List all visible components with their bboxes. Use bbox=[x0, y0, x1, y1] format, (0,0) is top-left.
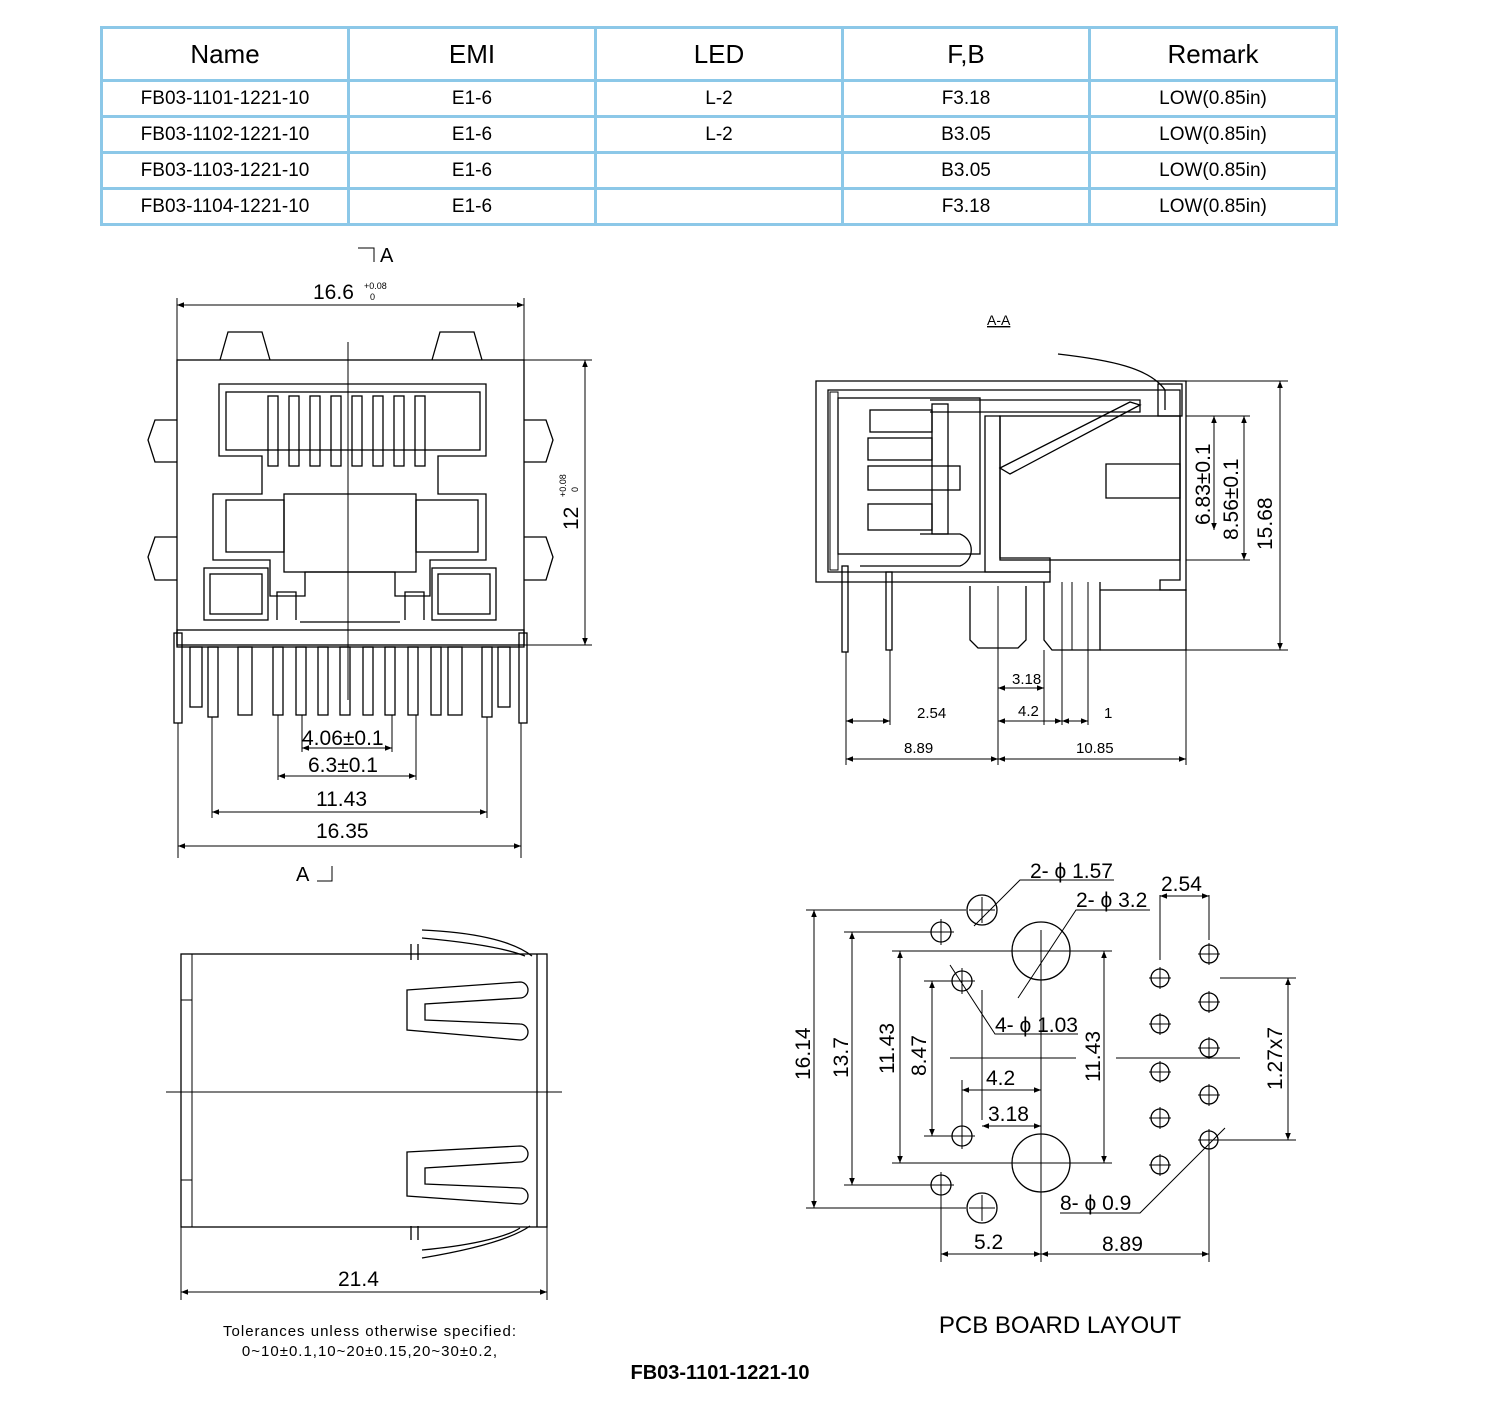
cell-emi: E1-6 bbox=[347, 151, 597, 190]
section-view: A-A 15.68 bbox=[815, 312, 1288, 765]
pcb-layout: 2- ϕ 1.57 2- ϕ 3.2 4- ϕ 1.03 8- ϕ 0.9 2.… bbox=[792, 860, 1296, 1262]
section-mark-top: A bbox=[380, 245, 394, 267]
label-hole-1-57: 2- ϕ 1.57 bbox=[1030, 860, 1113, 883]
dim-11-43: 11.43 bbox=[316, 788, 367, 811]
section-pin bbox=[885, 571, 893, 651]
dim-pcb-3-18: 3.18 bbox=[988, 1103, 1029, 1126]
table-header-row: Name EMI LED F,B Remark bbox=[100, 26, 1338, 82]
dim-15-68: 15.68 bbox=[1254, 497, 1277, 550]
cell-emi: E1-6 bbox=[347, 187, 597, 226]
contact-fingers bbox=[267, 395, 426, 467]
cell-led bbox=[594, 151, 844, 190]
cell-fb: F3.18 bbox=[841, 187, 1091, 226]
transformer-block bbox=[867, 465, 961, 491]
cell-remark: LOW(0.85in) bbox=[1088, 79, 1338, 118]
header-fb: F,B bbox=[841, 26, 1091, 82]
dim-8-47: 8.47 bbox=[908, 1035, 931, 1076]
dim-2-54: 2.54 bbox=[917, 705, 946, 722]
dim-13-7: 13.7 bbox=[830, 1037, 853, 1078]
dim-21-4: 21.4 bbox=[338, 1268, 379, 1291]
dim-pcb-2-54: 2.54 bbox=[1161, 873, 1202, 896]
side-view: 21.4 bbox=[166, 929, 562, 1300]
dim-16-14: 16.14 bbox=[792, 1027, 815, 1080]
cell-led: L-2 bbox=[594, 115, 844, 154]
dim-11-43-right: 11.43 bbox=[1082, 1031, 1105, 1082]
section-arrow-top bbox=[358, 247, 375, 262]
dim-5-2: 5.2 bbox=[974, 1231, 1003, 1254]
cell-name: FB03-1101-1221-10 bbox=[100, 79, 350, 118]
dim-10-85: 10.85 bbox=[1076, 740, 1114, 757]
section-pin bbox=[841, 565, 849, 653]
cell-led bbox=[594, 187, 844, 226]
cell-fb: B3.05 bbox=[841, 151, 1091, 190]
transformer-block bbox=[869, 409, 933, 433]
header-led: LED bbox=[594, 26, 844, 82]
pcb-layout-title: PCB BOARD LAYOUT bbox=[938, 1312, 1182, 1339]
led-right bbox=[431, 567, 497, 621]
dim-pcb-8-89: 8.89 bbox=[1102, 1233, 1143, 1256]
label-hole-0-9: 8- ϕ 0.9 bbox=[1060, 1192, 1131, 1215]
header-name: Name bbox=[100, 26, 350, 82]
cell-fb: B3.05 bbox=[841, 115, 1091, 154]
model-number: FB03-1101-1221-10 bbox=[630, 1362, 810, 1384]
cell-name: FB03-1102-1221-10 bbox=[100, 115, 350, 154]
cell-remark: LOW(0.85in) bbox=[1088, 151, 1338, 190]
cell-name: FB03-1104-1221-10 bbox=[100, 187, 350, 226]
hole-1-57 bbox=[966, 894, 998, 926]
tolerance-line-2: 0~10±0.1,10~20±0.15,20~30±0.2, bbox=[241, 1343, 499, 1360]
dim-1-27x7: 1.27x7 bbox=[1264, 1027, 1287, 1090]
dim-height-tol-plus: +0.08 bbox=[558, 474, 568, 497]
section-arrow-bottom bbox=[317, 866, 333, 882]
header-remark: Remark bbox=[1088, 26, 1338, 82]
dim-4-06: 4.06±0.1 bbox=[302, 727, 384, 750]
cell-led: L-2 bbox=[594, 79, 844, 118]
transformer-block bbox=[867, 503, 933, 531]
spec-table: Name EMI LED F,B Remark FB03-1101-1221-1… bbox=[100, 26, 1338, 226]
front-view: A 16.6 +0.08 0 bbox=[147, 245, 592, 886]
dim-width: 16.6 bbox=[313, 281, 354, 304]
table-row: FB03-1102-1221-10 E1-6 L-2 B3.05 LOW(0.8… bbox=[100, 115, 1338, 154]
cell-fb: F3.18 bbox=[841, 79, 1091, 118]
tolerance-line-1: Tolerances unless otherwise specified: bbox=[223, 1323, 517, 1340]
header-emi: EMI bbox=[347, 26, 597, 82]
side-body bbox=[180, 953, 548, 1228]
label-hole-3-2: 2- ϕ 3.2 bbox=[1076, 889, 1147, 912]
dim-width-tol-plus: +0.08 bbox=[364, 281, 387, 291]
label-hole-1-03: 4- ϕ 1.03 bbox=[995, 1014, 1078, 1037]
cell-remark: LOW(0.85in) bbox=[1088, 187, 1338, 226]
tolerance-note: Tolerances unless otherwise specified: 0… bbox=[190, 1322, 550, 1362]
table-row: FB03-1101-1221-10 E1-6 L-2 F3.18 LOW(0.8… bbox=[100, 79, 1338, 118]
section-mark-bottom: A bbox=[296, 864, 310, 886]
hole-1-57 bbox=[966, 1192, 998, 1224]
cell-emi: E1-6 bbox=[347, 79, 597, 118]
cell-remark: LOW(0.85in) bbox=[1088, 115, 1338, 154]
cell-emi: E1-6 bbox=[347, 115, 597, 154]
dim-11-43-left: 11.43 bbox=[876, 1023, 899, 1074]
cell-name: FB03-1103-1221-10 bbox=[100, 151, 350, 190]
table-row: FB03-1103-1221-10 E1-6 B3.05 LOW(0.85in) bbox=[100, 151, 1338, 190]
dim-4-2: 4.2 bbox=[1018, 703, 1039, 720]
dim-8-56: 8.56±0.1 bbox=[1220, 458, 1243, 540]
dim-6-3: 6.3±0.1 bbox=[308, 754, 378, 777]
dim-16-35: 16.35 bbox=[316, 820, 369, 843]
dim-width-tol-minus: 0 bbox=[370, 292, 375, 302]
dim-height-tol-minus: 0 bbox=[570, 487, 580, 492]
section-title: A-A bbox=[987, 312, 1011, 328]
led-left bbox=[203, 567, 269, 621]
dim-6-83: 6.83±0.1 bbox=[1192, 443, 1215, 525]
table-row: FB03-1104-1221-10 E1-6 F3.18 LOW(0.85in) bbox=[100, 187, 1338, 226]
dim-height: 12 bbox=[560, 507, 583, 530]
dim-1: 1 bbox=[1104, 705, 1112, 722]
transformer-block bbox=[867, 437, 933, 461]
dim-pcb-4-2: 4.2 bbox=[986, 1067, 1015, 1090]
dim-8-89: 8.89 bbox=[904, 740, 933, 757]
dim-3-18: 3.18 bbox=[1012, 671, 1041, 688]
